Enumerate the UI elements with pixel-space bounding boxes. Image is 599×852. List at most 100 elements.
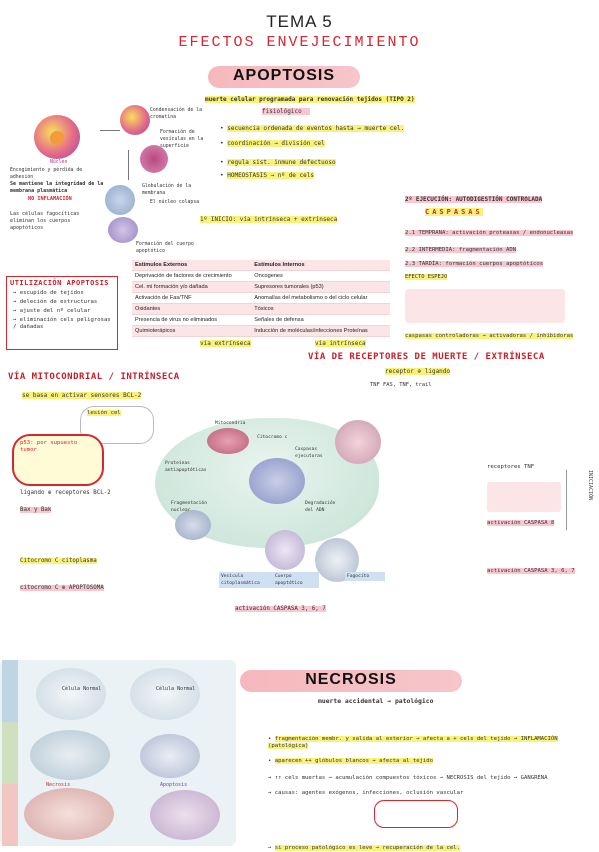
mito-step: ligando ⊕ receptores BCL-2 [20,490,180,497]
p53-bubble: p53: por supuesto tumor [12,434,104,486]
caspasa3-text: activación CASPASA 3, 6, 7 [487,568,587,575]
utilizacion-text: deleción de estructuras [19,299,98,305]
label-proteinas: Proteínas antiapoptóticas [165,461,207,473]
table-cell: Deprivación de factores de crecimiento [132,270,252,282]
necrosis-bullet-text: si proceso patológico es leve → recupera… [274,845,460,851]
bullet-item: • coordinación → división cel [220,140,325,147]
via-intrinseca-text: vía intrínseca [315,340,366,347]
iniciacion-label: INICIACIÓN [566,470,593,530]
cell-normal-image [36,668,106,720]
bullet-text: secuencia ordenada de eventos hasta → mu… [227,125,405,132]
mitochondria-image [207,428,249,454]
necrosis-bullet: • fragmentación membr. y salida al exter… [268,736,558,749]
cell-condensing-image [120,105,150,135]
necrosis-title: NECROSIS [305,671,397,688]
table-cell: Activación de Fas/TNF [132,292,252,304]
bullet-text: coordinación → división cel [227,140,325,147]
cell-necrosis-image [24,788,114,840]
necrosis-banner [240,670,462,692]
bullet-item: • HOMEOSTASIS → nº de cels [220,172,314,179]
inicio-text: 1º INICIO: vía intrínseca + extrínseca [200,216,400,223]
ejecucion-step-text: 2.1 TEMPRANA: activación proteasas / end… [405,230,574,236]
mito-step: citocromo C ⊕ APOPTOSOMA [20,585,180,592]
table-header-cell: Estímulos Externos [132,260,252,271]
utilizacion-title: UTILIZACIÓN APOPTOSIS [10,279,110,287]
lesion-bubble: lesión cel [80,406,154,444]
apoptosis-pathway-diagram: Mitocondria Citocromo c Caspasas ejecuto… [145,400,393,590]
apoptosis-title: APOPTOSIS [232,67,336,84]
table-cell: Señales de defensa [251,314,390,326]
caspasas-text: CASPASAS [425,208,483,216]
ejecucion-section: 2º EJECUCIÓN: AUTODIGESTIÓN CONTROLADA C… [405,196,595,340]
nucleus-image [249,458,305,504]
label-celula-normal: Célula Normal [156,686,196,692]
necrosis-bullet-text: causas: agentes exógenos, infecciones, o… [274,790,464,796]
caspasa8-text: activación CASPASA 8 [487,520,577,527]
apoptosis-figure: Condensación de la cromatina Formación d… [10,95,203,255]
table-cell: Cel. mi formación y/o dañada [132,281,252,293]
table-cell: Tóxicos [251,303,390,315]
necrosis-bullet-text: fragmentación membr. y salida al exterio… [268,736,558,749]
necrosis-bullet: → causas: agentes exógenos, infecciones,… [268,790,464,796]
bullet-item: • regula sist. inmune defectuoso [220,159,336,166]
efecto-espejo: EFECTO ESPEJO [405,274,595,281]
mito-step-text: Citocromo C citoplasma [20,558,97,564]
necrosis-bullet-text: aparecen ++ glóbulos blancos → afecta al… [274,758,434,764]
arrow-line [100,130,120,131]
label-encogimiento: Encogimiento y pérdida de adhesión [10,168,83,180]
cell-swelling-image [30,730,110,780]
caspasa8-label: activación CASPASA 8 [487,520,555,526]
label-fragmentacion: Fragmentación nuclear [171,501,207,513]
label-inflamacion: NO INFLAMACIÓN [28,196,72,202]
utilizacion-box: UTILIZACIÓN APOPTOSIS → escupido de teji… [6,276,118,350]
caspasas-label: CASPASAS [425,208,595,216]
necrosis-bullet: • aparecen ++ glóbulos blancos → afecta … [268,758,434,764]
label-condensacion: Condensación de la cromatina [150,108,202,120]
mito-step-text: ligando ⊕ receptores BCL-2 [20,490,111,496]
necrosis-note-box [374,800,458,828]
mito-step: Bax y Bak [20,507,180,514]
ejecucion-title-text: 2º EJECUCIÓN: AUTODIGESTIÓN CONTROLADA [405,196,543,203]
necrosis-definition: muerte accidental → patológico [318,698,518,705]
receptor-cell-image [335,420,381,464]
utilizacion-text: ajuste del nº celular [19,308,91,314]
ejecucion-step: 2.2 INTERMEDIA: fragmentación ADN [405,247,595,254]
table-cell: Inducción de moléculas/infecciones Prote… [251,325,390,337]
table-cell: Anomalías del metabolismo o del ciclo ce… [251,292,390,304]
stage-bar [2,722,18,784]
label-citocromo: Citocromo c [257,435,288,440]
receptores-note [487,482,561,512]
necrosis-bullets: • fragmentación membr. y salida al exter… [268,736,588,852]
table-cell: Presencia de virus no eliminados [132,314,252,326]
stage-bar [2,660,18,722]
label-formacion: Formación de vesículas en la superficie [160,130,204,149]
table-cell: Oxidantes [132,303,252,315]
label-cuerpo: Cuerpo apoptótico [273,572,319,588]
fragment-image [175,510,211,540]
apoptosis-bullets: • secuencia ordenada de eventos hasta → … [220,125,440,179]
necrosis-bullet: → ↑↑ cels muertas → acumulación compuest… [268,775,548,781]
necrosis-definition-text: muerte accidental → patológico [318,697,434,705]
mitocondrial-steps: ligando ⊕ receptores BCL-2 Bax y Bak Cit… [20,490,180,592]
apoptotic-body-image [108,217,138,243]
receptores-tnf: receptores TNF [487,464,535,470]
bullet-text: HOMEOSTASIS → nº de cels [227,172,314,179]
label-necrosis: Necrosis [46,782,71,788]
ejecucion-note-box [405,289,565,323]
label-formacion-cuerpos: Formación del cuerpo apoptótico [136,242,194,254]
utilizacion-text: escupido de tejidos [19,290,84,296]
label-colapso: El núcleo colapsa [150,200,200,205]
caspasa3-label: activación CASPASA 3, 6, 7 [487,568,575,574]
mito-step-text: citocromo C ⊕ APOPTOSOMA [20,585,104,591]
label-celula-normal: Célula Normal [62,686,102,692]
label-fagocito: Las células fagocíticas eliminan los cue… [10,211,80,231]
apoptotic-body-image [265,530,305,570]
receptor-ligando: receptor ⊕ ligando [385,368,485,375]
cell-apoptotic-image [150,790,220,840]
table-header-cell: Estímulos Internos [251,260,390,271]
via-extrinseca-label: vía extrínseca [200,340,280,347]
